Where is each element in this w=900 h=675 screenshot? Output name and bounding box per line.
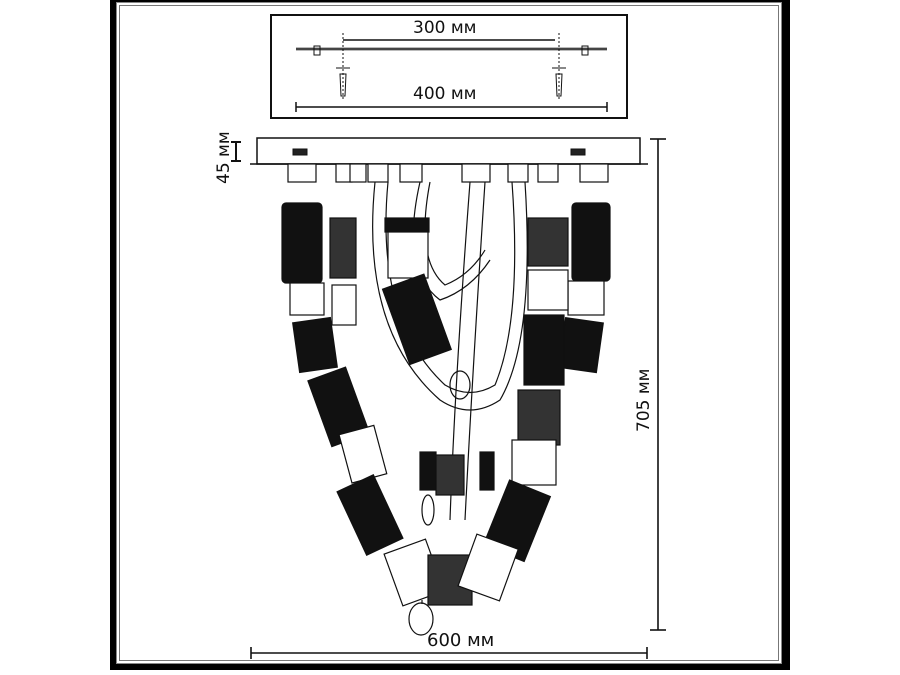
width-label: 600 мм <box>427 630 495 651</box>
mounting-spacing-label: 300 мм <box>413 18 477 38</box>
mounting-length-label: 400 мм <box>413 84 477 104</box>
mounting-plate-inset <box>270 14 628 119</box>
chandelier-body <box>281 163 611 636</box>
total-height-label: 705 мм <box>634 368 654 432</box>
canopy <box>231 137 648 165</box>
drawing-frame-inner-line <box>119 5 779 661</box>
canopy-height-label: 45 мм <box>214 131 234 184</box>
dimension-lines <box>250 138 666 659</box>
drawing-frame-inner <box>116 2 782 664</box>
